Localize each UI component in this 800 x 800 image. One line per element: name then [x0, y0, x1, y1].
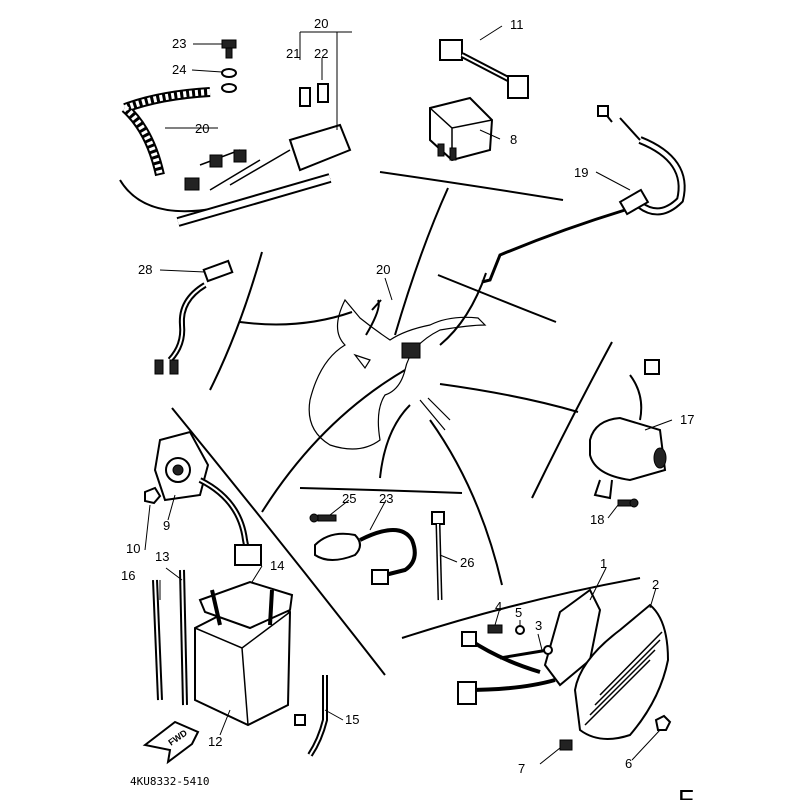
callout-28: 28 [138, 262, 152, 277]
main-switch-9-icon [153, 430, 262, 566]
connector-3-icon [499, 645, 553, 660]
relay-8-icon [429, 96, 494, 162]
callout-8: 8 [510, 132, 517, 147]
screw-27-icon [309, 513, 337, 523]
callout-12: 12 [208, 734, 222, 749]
callout-26: 26 [460, 555, 474, 570]
sensor-25-icon [314, 528, 417, 585]
callout-23: 23 [172, 36, 186, 51]
nut-10-icon [144, 486, 162, 505]
bolt-4-icon [487, 624, 503, 634]
nut-6-icon [654, 714, 672, 731]
cable-tie-26-icon [431, 511, 445, 601]
cable-13-icon [179, 569, 188, 706]
fuse-box-mount-icon [401, 342, 421, 359]
callout-20a: 20 [314, 16, 328, 31]
switch-19-icon [481, 105, 686, 284]
callout-4: 4 [495, 599, 502, 614]
drawing-code: 4KU8332-5410 [130, 775, 209, 788]
callout-20b: 20 [195, 121, 209, 136]
callout-25: 23 [379, 491, 393, 506]
bolt-7-icon [559, 739, 573, 751]
wire-lead-11-icon [439, 39, 529, 99]
corner-mark: F [678, 784, 694, 800]
callout-5: 5 [515, 605, 522, 620]
callout-18: 18 [590, 512, 604, 527]
callout-16: 16 [121, 568, 135, 583]
callout-15: 15 [345, 712, 359, 727]
callout-11: 11 [510, 17, 524, 32]
callout-leaders [144, 25, 673, 765]
sensor-lead-28-icon [154, 259, 234, 375]
fwd-arrow-icon [142, 720, 200, 765]
regulator-leads-icon [457, 631, 556, 705]
callout-7: 7 [518, 761, 525, 776]
callout-10: 10 [126, 541, 140, 556]
cable-15-icon [294, 675, 328, 757]
callout-14: 14 [270, 558, 284, 573]
bolt-18-icon [617, 498, 639, 508]
starter-relay-17-icon [589, 359, 667, 500]
callout-22: 22 [314, 46, 328, 61]
callout-1: 1 [600, 556, 607, 571]
callout-labels: 20 21 22 23 24 20 11 8 19 28 20 17 18 9 … [121, 16, 694, 776]
callout-19: 19 [574, 165, 588, 180]
callout-24: 24 [172, 62, 186, 77]
callout-27: 25 [342, 491, 356, 506]
cable-16-icon [152, 579, 163, 701]
battery-band-14-icon [198, 580, 294, 630]
rectifier-regulator-2-icon [573, 603, 670, 740]
callout-13: 13 [155, 549, 169, 564]
callout-21: 21 [286, 46, 300, 61]
callout-6: 6 [625, 756, 632, 771]
callout-20c: 20 [376, 262, 390, 277]
washer-5-icon [515, 625, 525, 635]
bolt-23-icon [221, 39, 237, 59]
callout-3: 3 [535, 618, 542, 633]
callout-2: 2 [652, 577, 659, 592]
divider-lines [171, 171, 641, 676]
wire-harness-20-icon [119, 83, 352, 227]
washer-24-icon [221, 68, 237, 93]
callout-9: 9 [163, 518, 170, 533]
frame-outline [308, 298, 487, 450]
callout-17: 17 [680, 412, 694, 427]
